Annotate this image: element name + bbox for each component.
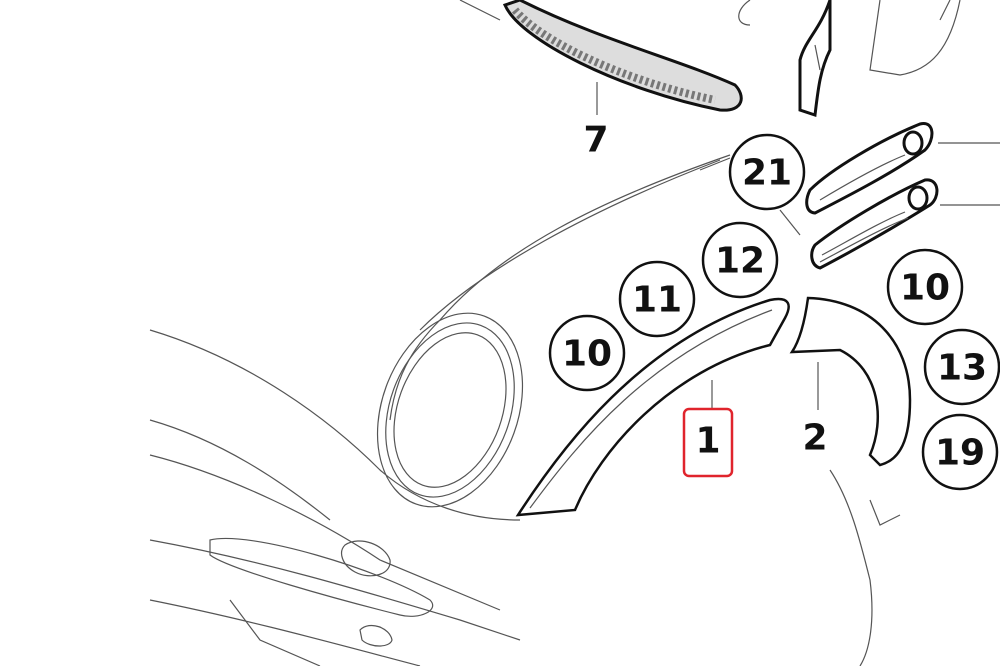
callout-10-right[interactable]: 10 [886,248,964,326]
side-repeater-upper [805,122,1000,215]
callout-label: 12 [715,241,765,282]
callout-label: 21 [742,153,792,194]
callout-10-left[interactable]: 10 [548,314,626,392]
callout-12[interactable]: 12 [701,221,779,299]
headlamp-ring [376,312,524,508]
a-pillar-part [798,0,832,118]
callout-13[interactable]: 13 [923,328,1000,406]
callout-11[interactable]: 11 [618,260,696,338]
callout-label: 13 [937,348,987,389]
callout-19[interactable]: 19 [921,413,999,491]
callout-label: 10 [900,268,950,309]
leader-21 [699,157,731,171]
callout-label: 11 [632,280,682,321]
part-label-2[interactable]: 2 [802,418,827,459]
leader-21b [779,209,801,236]
side-repeater-lower [810,178,1000,270]
callout-label: 10 [562,334,612,375]
callout-21[interactable]: 21 [728,133,806,211]
callout-label: 19 [935,433,985,474]
car-body-outline [149,0,961,666]
part-label-1-highlighted[interactable]: 1 [682,407,734,478]
part-7-grille [502,0,743,115]
part-label: 1 [695,421,720,462]
part-1-wheel-arch-trim [515,297,790,517]
part-2-wheel-arch-trim [789,296,912,467]
part-label-7[interactable]: 7 [583,120,608,161]
highlight-box [682,407,734,478]
